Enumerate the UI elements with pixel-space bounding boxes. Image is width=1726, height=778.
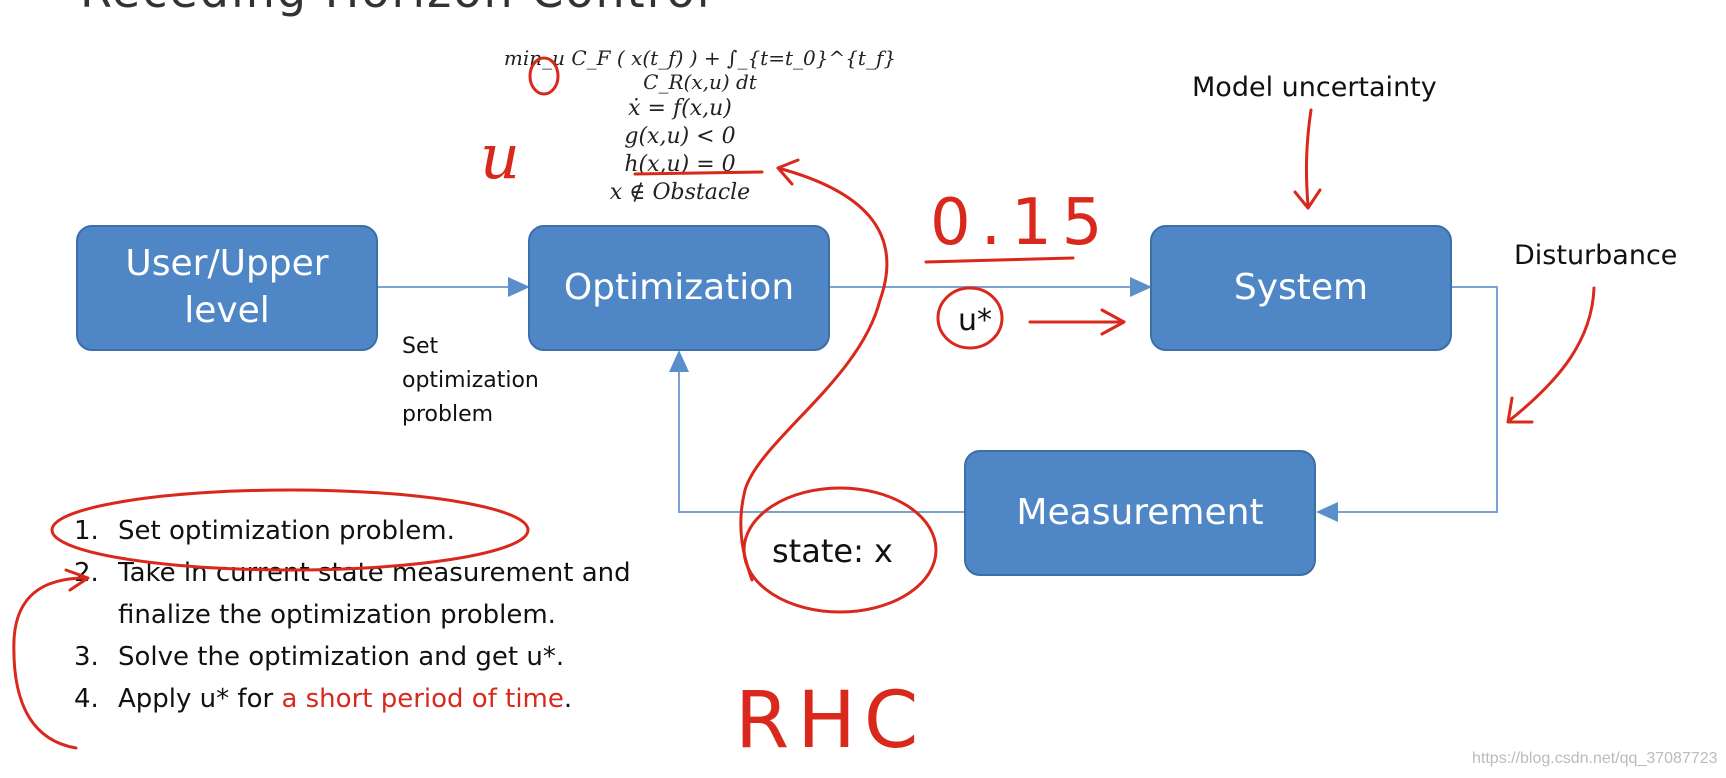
- list-item: 3. Solve the optimization and get u*.: [74, 636, 674, 678]
- handwritten-rhc: RHC: [735, 676, 927, 766]
- u-star-label: u*: [958, 303, 993, 338]
- feedback-system-to-measurement: [1316, 286, 1498, 522]
- user-upper-level-block: User/Upper level: [76, 225, 378, 351]
- circle-around-step-1: [50, 488, 530, 572]
- circle-around-state: [742, 486, 938, 614]
- arrow-model-uncertainty: [1293, 108, 1322, 210]
- underline-equality: [633, 170, 764, 176]
- underline-time: [924, 256, 1075, 264]
- list-item-number: 4.: [74, 684, 99, 714]
- curve-state-to-constraints: [739, 166, 889, 582]
- disturbance-label: Disturbance: [1514, 240, 1678, 271]
- optimization-label: Optimization: [563, 266, 795, 308]
- feedback-measurement-to-optimization: [669, 350, 964, 513]
- highlighted-text: a short period of time: [281, 684, 564, 714]
- optimization-block: Optimization: [528, 225, 830, 351]
- list-item-text: Solve the optimization and get u*.: [118, 642, 565, 672]
- list-item-text: Apply u* for a short period of time.: [118, 678, 572, 720]
- list-item-suffix: .: [563, 684, 573, 714]
- procedure-list: 1. Set optimization problem. 2. Take in …: [74, 510, 674, 720]
- list-item-text: Set optimization problem.: [118, 516, 455, 546]
- set-optimization-problem-label: Set optimization problem: [402, 334, 539, 427]
- watermark: https://blog.csdn.net/qq_37087723: [1472, 750, 1718, 767]
- handwritten-u: u: [480, 120, 520, 193]
- arrow-u-star-to-system: [1028, 308, 1126, 336]
- list-item: 4. Apply u* for a short period of time.: [74, 678, 674, 720]
- model-uncertainty-label: Model uncertainty: [1192, 72, 1437, 103]
- system-label: System: [1233, 266, 1369, 308]
- measurement-block: Measurement: [964, 450, 1316, 576]
- list-item-number: 1.: [74, 516, 99, 546]
- list-item: 1. Set optimization problem.: [74, 510, 674, 552]
- list-item-text: Take in current state measurement and fi…: [118, 558, 631, 630]
- handwritten-time: 0.15: [930, 186, 1113, 260]
- obstacle-constraint: x ∉ Obstacle: [609, 180, 751, 205]
- arrowhead-constraints: [776, 158, 800, 186]
- page-title: Receding Horizon Control: [80, 0, 712, 18]
- circle-around-u-star: [936, 286, 1004, 350]
- user-upper-level-label: User/Upper level: [125, 243, 329, 331]
- dynamics-constraint: ẋ = f(x,u): [628, 96, 732, 121]
- inequality-constraint: g(x,u) < 0: [624, 124, 736, 149]
- state-x-label: state: x: [772, 532, 893, 570]
- cost-function: min_u C_F ( x(t_f) ) + ∫_{t=t_0}^{t_f} C…: [503, 46, 897, 94]
- system-block: System: [1150, 225, 1452, 351]
- measurement-label: Measurement: [1016, 491, 1264, 533]
- circle-around-u: [528, 56, 560, 96]
- arrow-disturbance: [1506, 286, 1596, 424]
- list-item-number: 3.: [74, 642, 99, 672]
- loop-step-4-to-step-2: [12, 568, 90, 750]
- list-item-text-start: Apply u* for: [118, 684, 282, 714]
